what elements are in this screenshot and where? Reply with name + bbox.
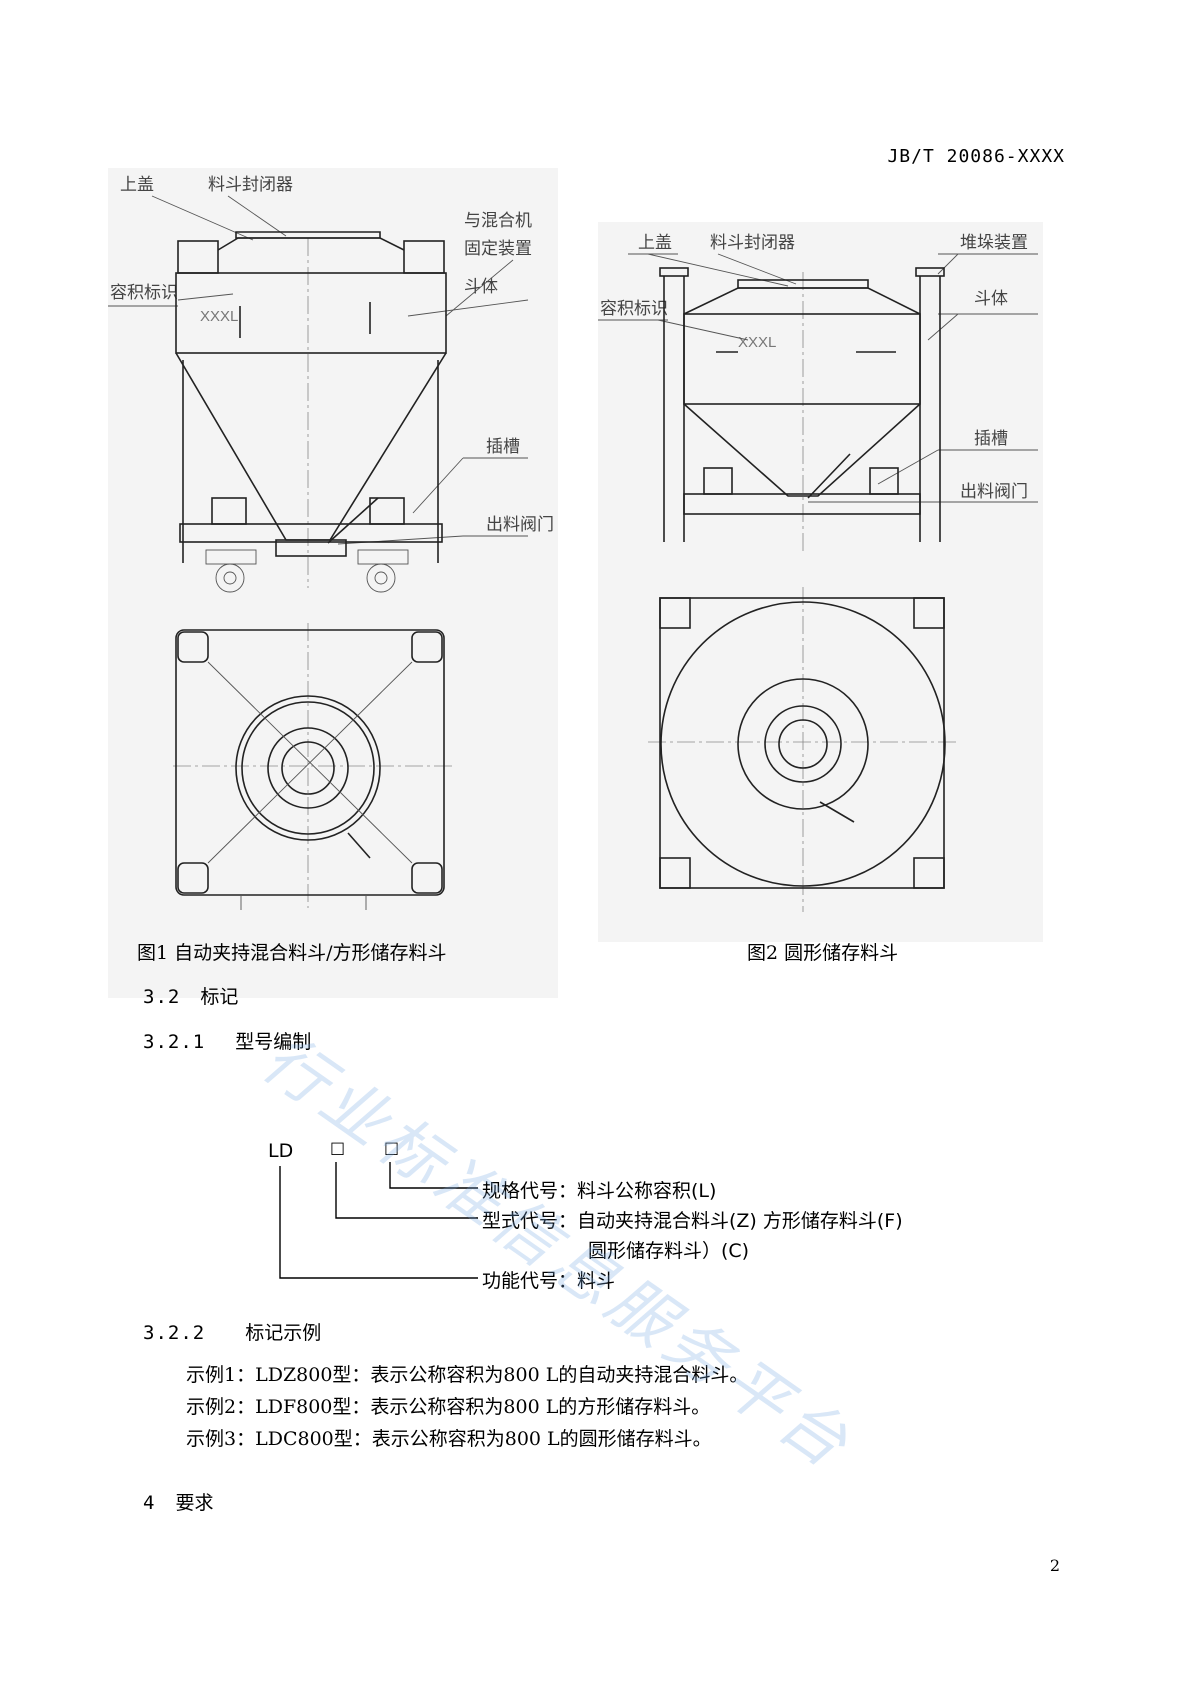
section-number: 3.2.2 — [143, 1322, 206, 1344]
section-title: 型号编制 — [235, 1031, 312, 1053]
fig2-label-discharge-valve: 出料阀门 — [960, 482, 1028, 502]
figure-1-drawing: 上盖 料斗封闭器 与混合机 固定装置 斗体 容积标识 XXXL 插槽 出料阀门 — [108, 168, 558, 998]
fig1-label-top-lid: 上盖 — [120, 175, 154, 195]
fig2-label-fork-slot: 插槽 — [974, 429, 1008, 449]
example-list: 示例1：LDZ800型：表示公称容积为800 L的自动夹持混合料斗。 示例2：L… — [186, 1359, 748, 1455]
fig2-label-stacking-device: 堆垛装置 — [960, 233, 1028, 253]
section-3-2-heading: 3.2 标记 — [143, 982, 238, 1009]
document-code: JB/T 20086-XXXX — [887, 146, 1065, 167]
fig2-label-hopper-body: 斗体 — [974, 289, 1008, 309]
figure-1-caption: 图1 自动夹持混合料斗/方形储存料斗 — [137, 942, 447, 964]
fig1-label-mixer-fixing-1: 与混合机 — [464, 211, 532, 231]
fig1-label-discharge-valve: 出料阀门 — [486, 515, 554, 535]
model-prefix: LD — [268, 1140, 294, 1162]
fig1-label-fork-slot: 插槽 — [486, 437, 520, 457]
fig1-label-hopper-closure: 料斗封闭器 — [208, 175, 293, 195]
model-code-diagram: LD □ □ 规格代号：料斗公称容积(L) 型式代号：自动夹持混合料斗(Z) 方… — [268, 1138, 968, 1300]
fig2-label-capacity-mark: 容积标识 — [600, 299, 668, 319]
section-3-2-2-heading: 3.2.2 标记示例 — [143, 1318, 321, 1345]
fig2-label-top-lid: 上盖 — [638, 233, 672, 253]
section-number: 4 — [143, 1492, 156, 1514]
section-number: 3.2.1 — [143, 1031, 206, 1053]
func-code-line: 功能代号：料斗 — [482, 1270, 616, 1292]
section-title: 标记示例 — [245, 1322, 322, 1344]
fig1-capacity-text: XXXL — [200, 308, 238, 325]
section-title: 要求 — [175, 1492, 214, 1514]
section-number: 3.2 — [143, 986, 181, 1008]
model-box-1: □ — [330, 1138, 346, 1157]
model-box-2: □ — [384, 1138, 400, 1157]
figure-2-drawing: 上盖 料斗封闭器 堆垛装置 斗体 容积标识 XXXL 插槽 出料阀门 — [598, 222, 1043, 942]
type-code-line-2: 圆形储存料斗）(C) — [588, 1240, 750, 1262]
fig1-label-capacity-mark: 容积标识 — [110, 283, 178, 303]
example-item: 示例1：LDZ800型：表示公称容积为800 L的自动夹持混合料斗。 — [186, 1364, 749, 1386]
type-code-line-1: 型式代号：自动夹持混合料斗(Z) 方形储存料斗(F) — [482, 1210, 903, 1232]
model-code-brackets — [279, 1162, 478, 1279]
page-number: 2 — [1049, 1556, 1060, 1575]
fig2-label-hopper-closure: 料斗封闭器 — [710, 233, 795, 253]
figure-2-caption: 图2 圆形储存料斗 — [747, 942, 899, 964]
section-3-2-1-heading: 3.2.1 型号编制 — [143, 1027, 311, 1054]
fig2-capacity-text: XXXL — [738, 334, 776, 351]
section-title: 标记 — [200, 986, 239, 1008]
section-4-heading: 4 要求 — [143, 1488, 213, 1515]
example-item: 示例3：LDC800型：表示公称容积为800 L的圆形储存料斗。 — [186, 1428, 712, 1450]
fig1-label-mixer-fixing-2: 固定装置 — [464, 239, 532, 259]
example-item: 示例2：LDF800型：表示公称容积为800 L的方形储存料斗。 — [186, 1396, 711, 1418]
spec-code-line: 规格代号：料斗公称容积(L) — [482, 1180, 717, 1202]
